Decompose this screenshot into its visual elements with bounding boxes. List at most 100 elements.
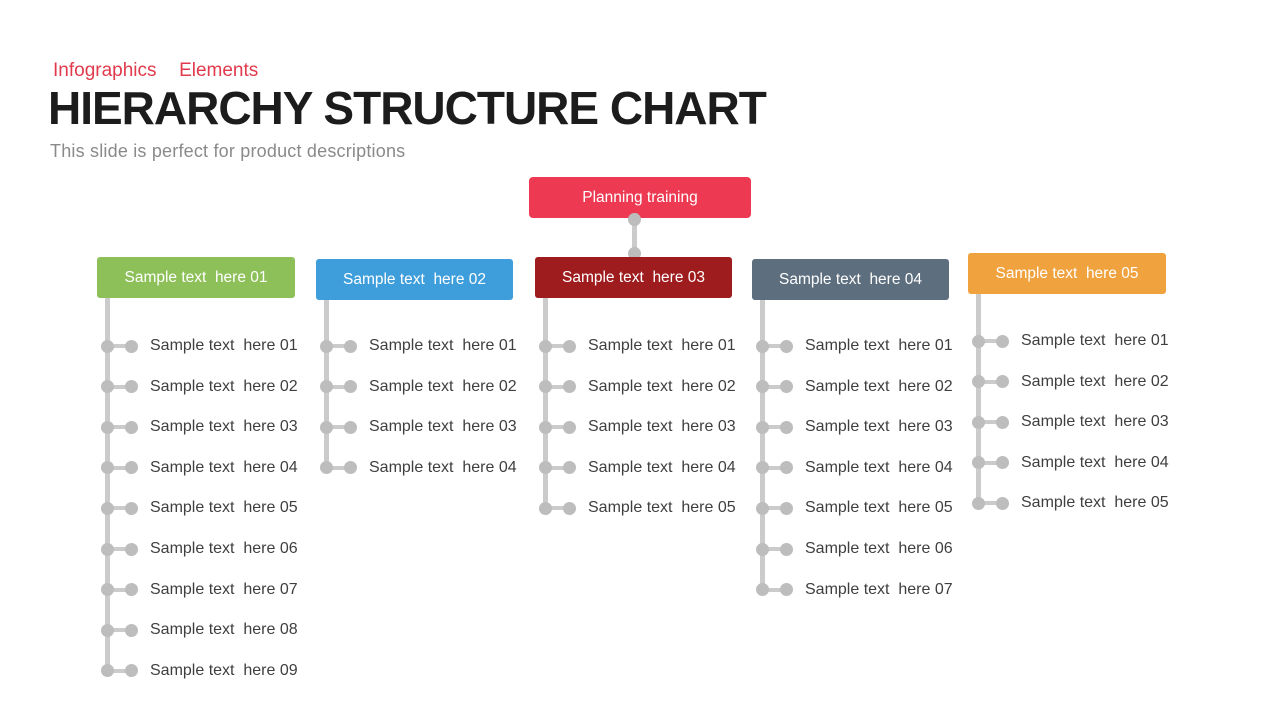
item-dot-inner: [972, 496, 985, 510]
list-item-label: Sample text here 01: [150, 337, 298, 354]
list-item-label: Sample text here 01: [588, 337, 736, 354]
item-dot-inner: [539, 420, 552, 434]
item-connector-line: [545, 425, 571, 430]
column-header-label: Sample text here 05: [995, 264, 1139, 282]
column-header-label: Sample text here 02: [342, 270, 487, 288]
list-item-label: Sample text here 03: [805, 418, 953, 436]
item-dot-inner: [756, 461, 769, 475]
item-connector-line: [107, 384, 133, 389]
list-item-label: Sample text here 08: [150, 621, 298, 639]
item-dot-inner: [972, 375, 985, 389]
item-dot-inner: [101, 664, 114, 678]
item-dot-outer: [344, 339, 357, 353]
item-dot-outer: [563, 501, 576, 515]
item-dot-outer: [125, 542, 138, 556]
column-header-label: Sample text here 04: [778, 270, 923, 288]
item-connector-line: [762, 425, 788, 430]
item-connector-line: [326, 465, 352, 470]
column-header-label: Sample text here 01: [124, 268, 268, 286]
item-dot-outer: [563, 461, 576, 475]
item-connector-line: [762, 465, 788, 470]
item-dot-inner: [756, 420, 769, 434]
item-dot-inner: [539, 501, 552, 515]
item-connector-line: [107, 668, 133, 673]
item-dot-inner: [972, 334, 985, 348]
item-dot-outer: [125, 420, 138, 434]
item-dot-inner: [320, 461, 333, 475]
list-item-label: Sample text here 04: [369, 458, 517, 476]
list-item-label: Sample text here 02: [805, 377, 953, 395]
list-item-label: Sample text here 06: [150, 540, 298, 557]
item-dot-outer: [344, 420, 357, 434]
item-connector-line: [107, 465, 133, 470]
item-connector-line: [762, 384, 788, 389]
item-connector-line: [545, 465, 571, 470]
item-connector-line: [107, 587, 133, 592]
list-item-label: Sample text here 04: [805, 458, 953, 476]
item-connector-line: [978, 339, 1004, 343]
list-item-label: Sample text here 02: [150, 377, 298, 395]
item-dot-inner: [101, 420, 114, 434]
top-connector-dot-upper: [628, 213, 641, 226]
column-spine-line: [543, 298, 548, 509]
column-header-1: Sample text here 01: [97, 257, 295, 298]
item-dot-outer: [780, 501, 793, 515]
item-connector-line: [762, 506, 788, 511]
item-dot-inner: [101, 542, 114, 556]
item-connector-line: [107, 628, 133, 633]
item-dot-inner: [756, 380, 769, 394]
top-node-label: Planning training: [582, 188, 698, 206]
item-dot-inner: [320, 420, 333, 434]
eyebrow-label: Infographics Elements: [53, 60, 259, 81]
item-dot-outer: [563, 380, 576, 394]
column-spine-line: [760, 300, 765, 590]
item-dot-inner: [101, 623, 114, 637]
item-connector-line: [545, 384, 571, 389]
item-dot-outer: [563, 339, 576, 353]
item-dot-inner: [101, 339, 114, 353]
item-dot-inner: [972, 415, 985, 429]
item-dot-inner: [539, 339, 552, 353]
list-item-label: Sample text here 01: [369, 337, 517, 354]
item-dot-outer: [780, 542, 793, 556]
item-connector-line: [326, 344, 352, 348]
item-connector-line: [762, 344, 788, 348]
item-dot-outer: [780, 583, 793, 597]
item-dot-outer: [125, 339, 138, 353]
item-dot-inner: [972, 456, 985, 470]
top-connector-line: [632, 217, 637, 257]
column-spine-line: [105, 298, 110, 671]
top-node-planning-training: Planning training: [529, 177, 751, 218]
item-dot-inner: [756, 339, 769, 353]
item-dot-inner: [756, 583, 769, 597]
item-dot-outer: [344, 461, 357, 475]
item-dot-outer: [125, 664, 138, 678]
item-connector-line: [978, 379, 1004, 384]
column-header-3: Sample text here 03: [535, 257, 732, 298]
item-dot-outer: [125, 461, 138, 475]
list-item-label: Sample text here 04: [150, 458, 298, 476]
list-item-label: Sample text here 04: [1021, 453, 1169, 471]
item-dot-outer: [563, 420, 576, 434]
list-item-label: Sample text here 07: [805, 580, 953, 598]
list-item-label: Sample text here 05: [150, 499, 298, 517]
item-dot-outer: [996, 496, 1009, 510]
item-dot-outer: [780, 339, 793, 353]
item-dot-outer: [780, 461, 793, 475]
item-connector-line: [978, 501, 1004, 506]
item-dot-outer: [125, 583, 138, 597]
column-header-label: Sample text here 03: [561, 268, 706, 286]
list-item-label: Sample text here 01: [805, 337, 953, 354]
item-dot-outer: [344, 380, 357, 394]
item-dot-outer: [780, 380, 793, 394]
item-dot-inner: [756, 501, 769, 515]
list-item-label: Sample text here 02: [588, 377, 736, 395]
item-dot-outer: [780, 420, 793, 434]
list-item-label: Sample text here 03: [150, 418, 298, 436]
list-item-label: Sample text here 05: [805, 499, 953, 517]
item-dot-inner: [101, 461, 114, 475]
item-connector-line: [545, 344, 571, 348]
list-item-label: Sample text here 03: [588, 418, 736, 436]
list-item-label: Sample text here 07: [150, 580, 298, 598]
